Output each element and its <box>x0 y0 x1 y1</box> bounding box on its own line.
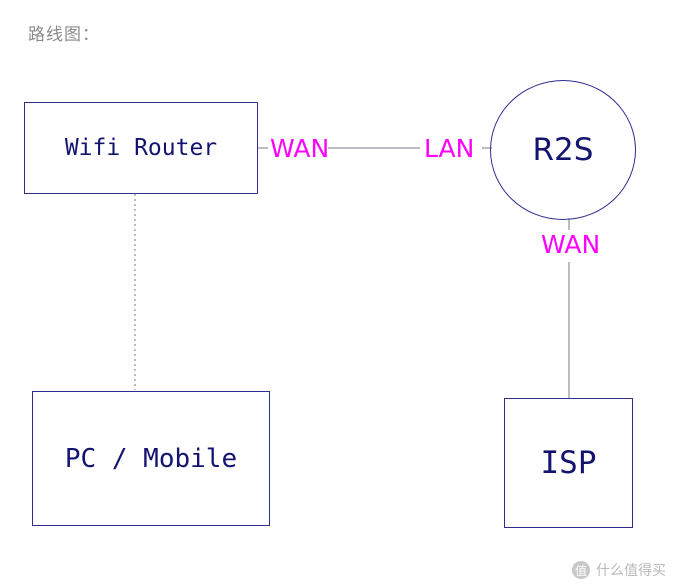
pc-mobile-label: PC / Mobile <box>64 443 238 474</box>
r2s-node: R2S <box>490 80 636 220</box>
pc-mobile-node: PC / Mobile <box>32 391 270 526</box>
router-wan-port-label: WAN <box>270 134 330 163</box>
diagram-heading: 路线图： <box>28 25 100 45</box>
wifi-router-label: Wifi Router <box>64 135 218 161</box>
wifi-router-node: Wifi Router <box>24 102 258 194</box>
r2s-label: R2S <box>532 132 594 168</box>
site-watermark-text: 什么值得买 <box>596 563 666 579</box>
r2s-wan-port-label: WAN <box>541 230 601 259</box>
isp-node: ISP <box>504 398 633 528</box>
site-watermark: 值 什么值得买 <box>572 560 666 580</box>
r2s-lan-port-label: LAN <box>424 134 475 163</box>
isp-label: ISP <box>540 445 597 481</box>
site-logo-icon: 值 <box>572 561 590 579</box>
